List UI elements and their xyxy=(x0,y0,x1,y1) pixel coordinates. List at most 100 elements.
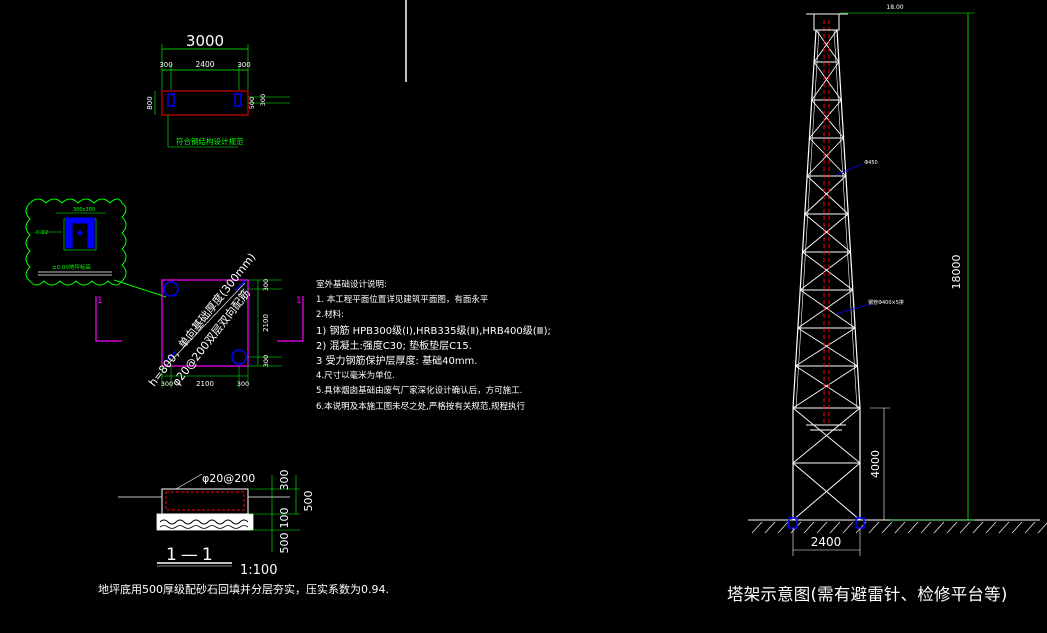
detail-bottom-label: ±0.00地坪标高 xyxy=(52,263,91,271)
ground-hatch xyxy=(751,521,763,534)
tower-right-leg-inner xyxy=(833,29,858,409)
notes-line-8: 6.本说明及本施工图未尽之处,严格按有关规范,规程执行 xyxy=(316,401,526,412)
plan-width-part-1: 300 xyxy=(159,61,172,69)
tower-left-leg-inner xyxy=(795,29,820,409)
tower-brace xyxy=(809,99,842,139)
tower-brace xyxy=(804,175,847,215)
tower-top-cap xyxy=(813,13,840,31)
tower-brace xyxy=(806,175,849,215)
tower-top-label: 18.00 xyxy=(886,4,903,11)
tower-base-brace xyxy=(792,407,861,464)
ground-hatch xyxy=(998,521,1010,534)
section-title: 1—1 xyxy=(166,545,217,565)
ground-hatch xyxy=(1024,521,1036,534)
notes-line-3: 1) 钢筋 HPB300级(Ⅰ),HRB335级(Ⅱ),HRB400级(Ⅲ); xyxy=(316,325,551,337)
section-mark-right: 1 xyxy=(296,296,302,306)
foundation-bottom-dim-1: 300 xyxy=(161,380,173,388)
foundation-bottom-dim-3: 300 xyxy=(237,380,249,388)
foundation-right-dim-3: 300 xyxy=(262,355,270,367)
pipe-leader xyxy=(835,163,863,176)
plan-depth: 800 xyxy=(146,96,154,109)
section-note: 地坪底用500厚级配砂石回填并分层夯实，压实系数为0.94. xyxy=(98,583,389,596)
tower-brace xyxy=(813,29,838,63)
tower-brace xyxy=(815,29,840,63)
tower-base-width-label: 2400 xyxy=(811,535,842,549)
tower-brace xyxy=(792,365,858,409)
ground-hatch xyxy=(1037,522,1047,534)
tower-brace xyxy=(813,61,842,101)
ground-hatch xyxy=(959,521,971,534)
tower-height-label: 18000 xyxy=(950,255,963,290)
tower-caption: 塔架示意图(需有避雷针、检修平台等) xyxy=(727,585,1008,604)
tower-brace xyxy=(797,289,854,329)
notes-line-5: 3 受力钢筋保护层厚度: 基础40mm. xyxy=(316,355,478,367)
ground-hatch xyxy=(777,521,789,534)
ground-hatch xyxy=(1011,521,1023,534)
tower-brace xyxy=(799,251,851,291)
section-rebar-label: φ20@200 xyxy=(202,472,255,485)
section-dim-1: 300 xyxy=(278,470,291,491)
foundation-right-dim-2: 2100 xyxy=(262,314,270,332)
tower-brace xyxy=(795,327,856,367)
design-notes: 室外基础设计说明: 1. 本工程平面位置详见建筑平面图，有面永平 2.材料: 1… xyxy=(316,278,551,415)
tower-brace xyxy=(802,213,849,253)
tower-base-height-label: 4000 xyxy=(869,450,882,478)
foundation-bottom-dim-2: 2100 xyxy=(196,380,214,388)
tower-brace xyxy=(809,137,847,177)
tower-brace xyxy=(795,365,861,409)
ground-hatch xyxy=(881,521,893,534)
tower-brace xyxy=(797,327,858,367)
ground-hatch xyxy=(803,521,815,534)
tower-brace xyxy=(802,251,854,291)
detail-top-label: 300x300 xyxy=(73,207,95,213)
section-dim-4: 500 xyxy=(278,533,291,554)
tower-brace xyxy=(811,61,840,101)
tower-brace xyxy=(811,99,844,139)
notes-line-4: 2) 混凝土:强度C30; 垫板垫层C15. xyxy=(316,340,472,352)
foundation-plan: h=800，单向基础厚度(300mm) φ20@200双层双向配筋 300 21… xyxy=(95,250,304,389)
section-view: φ20@200 300 500 100 500 xyxy=(118,470,315,567)
ground-hatch xyxy=(985,521,997,534)
tower-right-leg xyxy=(836,29,861,409)
ground-hatch xyxy=(920,521,932,534)
ground-hatch xyxy=(972,521,984,534)
tower-brace xyxy=(799,289,856,329)
section-scale: 1:100 xyxy=(240,563,278,578)
ground-hatch xyxy=(907,521,919,534)
plan-width-part-2: 2400 xyxy=(195,60,214,69)
ground-hatch xyxy=(816,521,828,534)
ground-hatch xyxy=(868,521,880,534)
plan-right-dim-2: 300 xyxy=(259,94,267,106)
ground-hatch xyxy=(933,521,945,534)
section-mark-left: 1 xyxy=(97,296,103,306)
plan-view: 3000 300 2400 300 800 500 300 符合钢结构设计规范 xyxy=(146,32,290,148)
notes-title: 室外基础设计说明: xyxy=(316,280,387,290)
plan-right-dim-1: 500 xyxy=(248,97,256,109)
tower-brace xyxy=(806,137,844,177)
tower-left-leg xyxy=(792,29,817,409)
ground-hatch xyxy=(842,521,854,534)
notes-line-7: 5.具体烟囱基础由废气厂家深化设计确认后，方可施工. xyxy=(316,386,523,397)
section-dim-2: 500 xyxy=(302,491,315,512)
foundation-right-dim-1: 300 xyxy=(262,279,270,291)
tower-brace xyxy=(804,213,851,253)
column-detail: 300x300 -0.22 ±0.00地坪标高 xyxy=(25,198,167,298)
ground-hatch xyxy=(894,521,906,534)
ground-hatch xyxy=(829,521,841,534)
plan-caption: 符合钢结构设计规范 xyxy=(176,136,244,146)
pipe-label: Φ450 xyxy=(864,160,877,166)
plan-width-part-3: 300 xyxy=(237,61,250,69)
detail-left-label: -0.22 xyxy=(34,230,48,236)
pipe-label-2: 钢管Φ400×5排 xyxy=(868,299,904,306)
notes-line-6: 4.尺寸以毫米为单位. xyxy=(316,371,395,382)
plan-width-total: 3000 xyxy=(186,32,224,50)
pipe-leader xyxy=(834,303,873,315)
notes-line-2: 2.材料: xyxy=(316,310,344,321)
ground-hatch xyxy=(946,521,958,534)
tower-base-brace xyxy=(792,462,861,521)
ground-hatch xyxy=(764,521,776,534)
section-dim-3: 100 xyxy=(278,508,291,529)
notes-line-1: 1. 本工程平面位置详见建筑平面图，有面永平 xyxy=(316,295,489,306)
